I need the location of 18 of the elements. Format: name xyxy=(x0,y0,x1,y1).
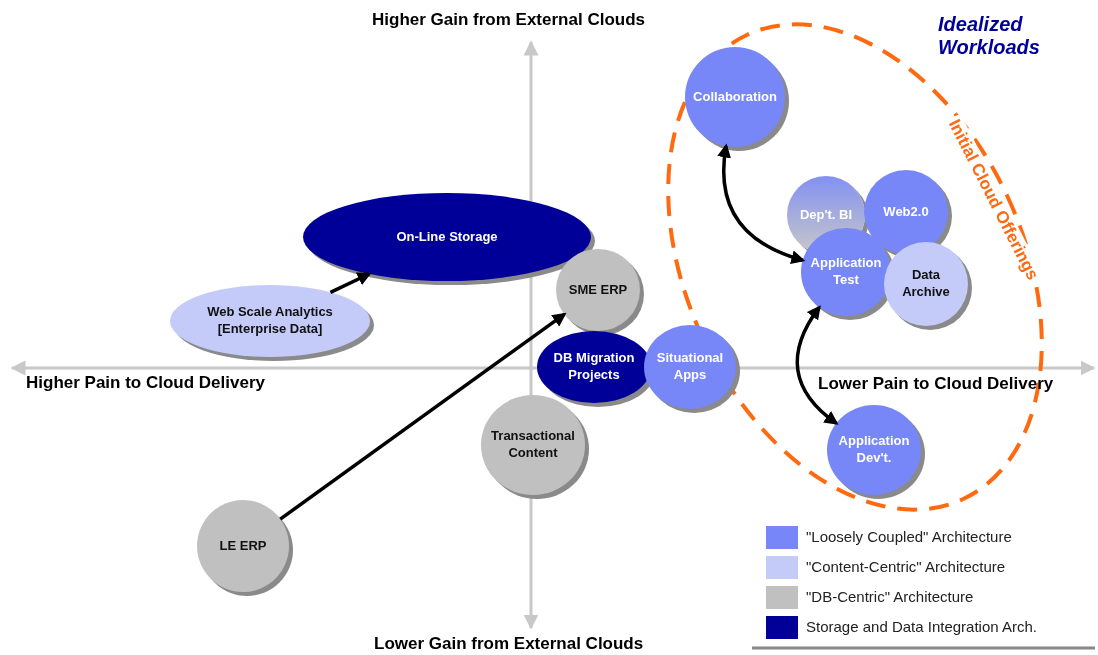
legend-label: Storage and Data Integration Arch. xyxy=(806,618,1037,635)
arrow xyxy=(279,312,567,521)
arrow xyxy=(329,272,372,294)
legend-label: "DB-Centric" Architecture xyxy=(806,588,974,605)
legend-label: "Loosely Coupled" Architecture xyxy=(806,528,1012,545)
arrow xyxy=(717,143,806,264)
axis-label: Lower Gain from External Clouds xyxy=(374,634,644,654)
axis-label: Higher Gain from External Clouds xyxy=(372,10,645,30)
circle-bubble: Data Archive xyxy=(884,242,968,326)
circle-bubble: SME ERP xyxy=(556,249,640,331)
ellipse-bubble: DB Migration Projects xyxy=(537,331,651,403)
arrow xyxy=(795,305,839,425)
group-heading: Idealized Workloads xyxy=(938,13,1041,59)
circle-bubble: Web2.0 xyxy=(864,170,948,254)
axis-label: Higher Pain to Cloud Delivery xyxy=(26,373,265,393)
circle-bubble: Situational Apps xyxy=(644,325,736,409)
axis-label: Lower Pain to Cloud Delivery xyxy=(818,374,1054,394)
legend-label: "Content-Centric" Architecture xyxy=(806,558,1006,575)
